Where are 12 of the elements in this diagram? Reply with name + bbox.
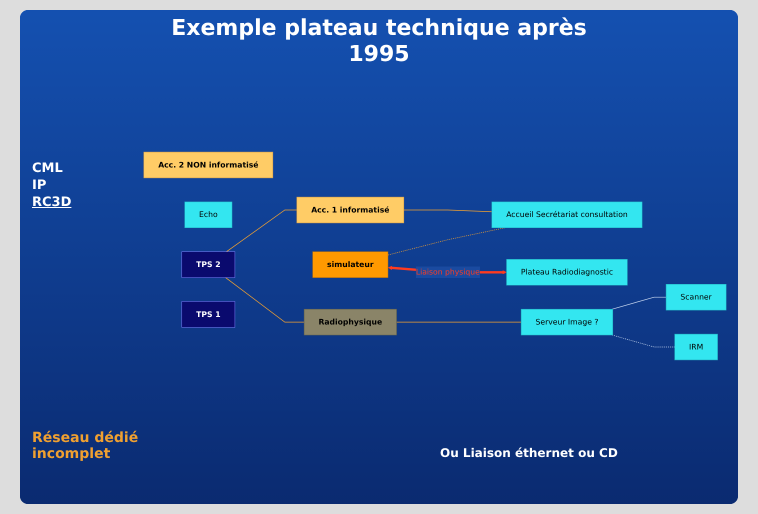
connector (612, 334, 675, 348)
side-label: CML (32, 160, 64, 177)
connector (225, 277, 304, 322)
connector (612, 296, 666, 310)
connector (388, 227, 506, 256)
side-label: RC3D (32, 194, 72, 211)
connector (226, 210, 298, 252)
network-note: Réseau dédié incomplet (32, 430, 140, 462)
link-note: Ou Liaison éthernet ou CD (440, 446, 619, 460)
connector (403, 210, 492, 212)
title: Exemple plateau technique après 1995 (170, 16, 588, 68)
side-label: IP (32, 177, 48, 194)
